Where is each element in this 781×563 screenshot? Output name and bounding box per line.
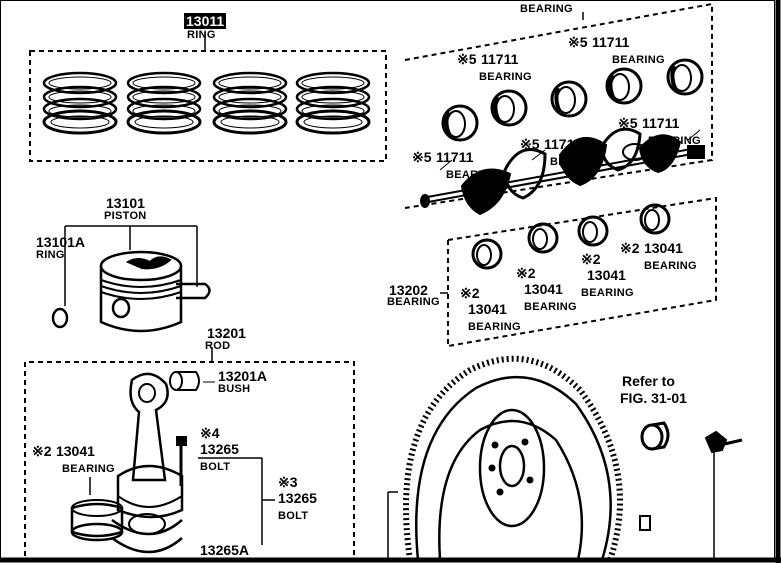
cut-part-number: 13265A: [200, 543, 250, 557]
thrust-bearing-label-1: ※2 13041 BEARING: [620, 240, 697, 272]
thrust-bearing-shell-2: [527, 222, 559, 254]
rod-group: [24, 347, 355, 556]
ring-stack-3: [212, 71, 288, 135]
thrust-bearing-label-3: ※2 13041 BEARING: [516, 265, 577, 313]
refer-label-line1: Refer to: [622, 373, 675, 389]
thrust-bearing-label-2: ※2 13041 BEARING: [581, 251, 634, 299]
crank-bearing-label-5: ※5 11711 BEARING: [412, 149, 499, 181]
thrust-bearing-shell-3: [577, 215, 609, 247]
crank-bearing-label-2: ※5 11711 BEARING: [568, 34, 665, 66]
refer-parts: [639, 421, 743, 560]
crank-bearing-shell-4: [605, 67, 643, 105]
thrust-bearing-shell-4: [639, 203, 671, 235]
top-bearing-label: BEARING: [520, 3, 573, 15]
thrust-bearing-shell-1: [471, 238, 503, 270]
piston-part-number: 13101: [106, 195, 145, 211]
thrust-bearing-group: [440, 196, 717, 347]
crank-bearing-shell-5: [666, 58, 704, 96]
piston-snap-ring: [51, 307, 69, 329]
crankshaft-group: [404, 2, 713, 216]
bush-name: BUSH: [218, 383, 251, 395]
ring-stack-1: [42, 71, 118, 135]
ring-set-name: RING: [187, 29, 216, 41]
flywheel-drawing: [387, 355, 623, 561]
bush-part-number: 13201A: [218, 368, 268, 384]
piston-drawing: [51, 225, 211, 333]
ring-set-box: [29, 50, 387, 162]
bearing-set-name: BEARING: [387, 296, 440, 308]
crank-bearing-label-1: ※5 11711 BEARING: [457, 51, 532, 83]
piston-name: PISTON: [104, 210, 147, 222]
crank-bearing-shell-1: [441, 104, 479, 142]
crankshaft-box: [404, 2, 713, 209]
thrust-bearing-box: [447, 196, 717, 347]
ring-set-group: [29, 32, 387, 162]
rod-part-number: 13201: [207, 325, 246, 341]
rod-bolt-label: ※4 13265 BOLT: [200, 425, 239, 473]
crank-bearing-label-3: ※5 11711 BEARING: [618, 115, 701, 147]
rod-bearing-label: ※2 13041 BEARING: [32, 443, 115, 475]
crank-bearing-shell-2: [490, 89, 528, 127]
rod-name: ROD: [205, 340, 231, 352]
ring-stack-4: [295, 71, 371, 135]
piston-ring-part-number: 13101A: [36, 234, 86, 250]
piston-ring-name: RING: [36, 249, 65, 261]
crank-bearing-label-4: ※5 11711 BEARING: [520, 136, 603, 168]
rod-bolt-set-label: ※3 13265 BOLT: [278, 474, 317, 522]
thrust-bearing-label-4: ※2 13041 BEARING: [460, 285, 521, 333]
ring-stack-2: [126, 71, 202, 135]
crank-bearing-shell-3: [550, 80, 588, 118]
ring-set-part-number: 13011: [184, 13, 227, 29]
bearing-set-part-number: 13202: [389, 282, 428, 298]
refer-label-line2: FIG. 31-01: [620, 390, 687, 406]
